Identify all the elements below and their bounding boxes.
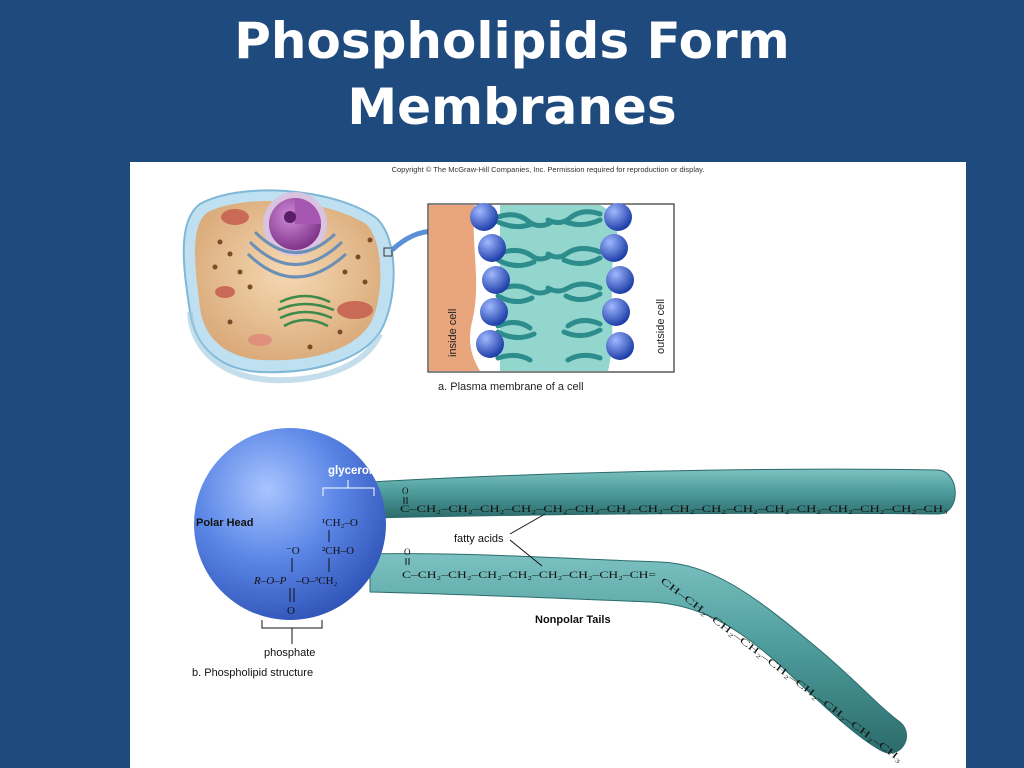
polar-head-sphere <box>194 428 386 620</box>
slide-title-line-2: Membranes <box>347 78 677 136</box>
oxygen-minus: ⁻O <box>286 545 300 557</box>
panel-a-caption: a. Plasma membrane of a cell <box>438 381 584 393</box>
polar-head-label: Polar Head <box>196 517 253 529</box>
phosphate-group: R–O–P <box>253 575 287 587</box>
fatty-acids-label: fatty acids <box>454 533 504 545</box>
slide-title-line-1: Phospholipids Form <box>234 12 790 70</box>
figure-diagram: Copyright © The McGraw-Hill Companies, I… <box>182 165 956 765</box>
nonpolar-tails <box>369 468 956 754</box>
copyright-text: Copyright © The McGraw-Hill Companies, I… <box>392 165 705 174</box>
fatty-acids-pointer-bottom <box>509 539 543 567</box>
membrane-closeup <box>427 203 675 373</box>
cell-illustration <box>182 189 395 384</box>
glycerol-bracket <box>322 480 375 496</box>
phosphate-bracket <box>261 620 323 644</box>
figure-panel: Copyright © The McGraw-Hill Companies, I… <box>130 162 966 768</box>
glycerol-c2: ²CH–O <box>322 545 354 557</box>
phosphate-label: phosphate <box>264 647 315 659</box>
oxygen-bottom: O <box>287 605 295 617</box>
panel-b-caption: b. Phospholipid structure <box>192 667 313 679</box>
fatty-acid-chain-bottom-bent: CH–CH₂–CH₂–CH₂–CH₂–CH₂–CH₂–CH₂–CH₃ <box>658 576 904 765</box>
glycerol-label: glycerol <box>328 465 372 477</box>
outside-cell-label: outside cell <box>655 299 667 354</box>
fatty-acid-chain-bottom-straight: C–CH₂–CH₂–CH₂–CH₂–CH₂–CH₂–CH₂–CH= <box>402 571 656 581</box>
carbonyl-top-oxygen: O <box>402 486 409 496</box>
glycerol-c1: ¹CH₂–O <box>322 517 358 529</box>
glycerol-c3: –O–³CH₂ <box>295 575 338 587</box>
fatty-acids-pointer-top <box>509 513 546 535</box>
carbonyl-bottom-oxygen: O <box>404 547 411 557</box>
inside-cell-label: inside cell <box>447 309 459 357</box>
fatty-acid-chain-top: C–CH₂–CH₂–CH₂–CH₂–CH₂–CH₂–CH₂–CH₂–CH₂–CH… <box>400 505 948 515</box>
nonpolar-tails-label: Nonpolar Tails <box>535 614 611 626</box>
slide-title: Phospholipids Form Membranes <box>0 8 1024 140</box>
